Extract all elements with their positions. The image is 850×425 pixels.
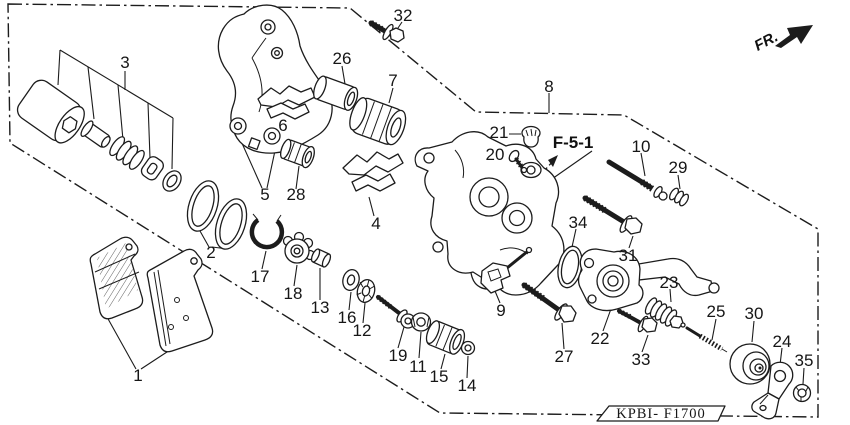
part-11-nut: [410, 312, 432, 332]
part-label-1: 1: [133, 366, 142, 385]
part-label-6: 6: [278, 116, 287, 135]
fr-label: FR.: [752, 28, 781, 54]
part-label-21: 21: [490, 123, 509, 142]
part-21-bleeder-cap: [521, 125, 541, 148]
part-3-piston-adjuster-set: [16, 79, 182, 192]
part-label-19: 19: [389, 346, 408, 365]
part-label-24: 24: [773, 332, 792, 351]
part-label-11: 11: [409, 357, 427, 376]
part-label-34: 34: [569, 213, 588, 232]
part-28-boot: [279, 138, 315, 169]
part-label-5: 5: [260, 185, 269, 204]
part-19-adjuster-bolt: [376, 295, 416, 329]
part-2-piston-seals: [186, 180, 248, 250]
part-5-caliper-bracket: [217, 4, 333, 154]
part-label-12: 12: [353, 321, 372, 340]
part-33-flange-bolt: [617, 308, 658, 333]
part-7-boot: [349, 97, 407, 146]
part-label-25: 25: [707, 302, 726, 321]
part-label-35: 35: [795, 351, 814, 370]
part-label-8: 8: [544, 77, 553, 96]
part-20-bleeder-valve: [508, 149, 528, 174]
part-10-hanger-pin: [606, 159, 668, 201]
part-32-flange-bolt: [368, 20, 405, 43]
fr-direction: FR.: [752, 25, 813, 55]
figure-code-box: KPBI- F1700: [596, 405, 726, 422]
part-6-pad-retainer: [257, 85, 316, 120]
part-label-9: 9: [496, 301, 505, 320]
f51-arrowhead-icon: [548, 155, 558, 167]
part-label-30: 30: [745, 304, 764, 323]
part-15-stopper: [425, 320, 466, 355]
part-35-nut: [792, 383, 812, 403]
part-4-pad-spring: [342, 151, 404, 192]
part-16-washer: [342, 268, 360, 292]
part-label-7: 7: [388, 71, 397, 90]
part-label-29: 29: [669, 158, 688, 177]
part-label-15: 15: [430, 367, 449, 386]
part-31-flange-bolt: [582, 195, 643, 235]
part-34-o-ring: [557, 245, 583, 289]
part-label-33: 33: [632, 350, 651, 369]
part-18-adjuster-cam: [282, 231, 316, 264]
fr-arrow-icon: [775, 25, 813, 48]
part-24-stopper-bracket: [751, 361, 794, 420]
chain-border: [7, 3, 819, 418]
part-label-4: 4: [371, 214, 380, 233]
part-label-14: 14: [458, 376, 477, 395]
part-1-brake-pads: [89, 236, 214, 353]
part-label-23: 23: [660, 273, 679, 292]
part-14-o-ring: [460, 340, 476, 356]
part-22-brake-arm: [577, 248, 720, 312]
part-25-pin: [685, 326, 728, 353]
part-label-17: 17: [251, 267, 270, 286]
part-label-27: 27: [555, 347, 574, 366]
part-label-28: 28: [287, 185, 306, 204]
part-12-lock-washer: [356, 279, 376, 303]
part-label-18: 18: [284, 284, 303, 303]
part-9-stopper-clip: [480, 246, 533, 294]
part-label-31: 31: [619, 246, 638, 265]
part-26-collar: [313, 75, 359, 111]
part-label-10: 10: [632, 137, 651, 156]
part-17-snap-ring: [249, 213, 285, 250]
part-label-26: 26: [333, 49, 352, 68]
part-27-mount-bolt: [521, 282, 577, 323]
figure-ref-label: F-5-1: [553, 133, 594, 152]
part-label-13: 13: [311, 298, 330, 317]
part-label-3: 3: [120, 53, 129, 72]
part-label-16: 16: [338, 308, 357, 327]
part-23-adjuster-spring-bolt: [644, 297, 686, 329]
part-label-22: 22: [591, 329, 610, 348]
part-label-20: 20: [486, 145, 505, 164]
part-13-bushing: [310, 248, 332, 268]
part-29-spring: [668, 187, 690, 207]
part-label-2: 2: [206, 243, 215, 262]
part-label-32: 32: [394, 6, 413, 25]
figure-code-label: KPBI- F1700: [616, 406, 706, 422]
part-30-roller: [729, 343, 771, 385]
